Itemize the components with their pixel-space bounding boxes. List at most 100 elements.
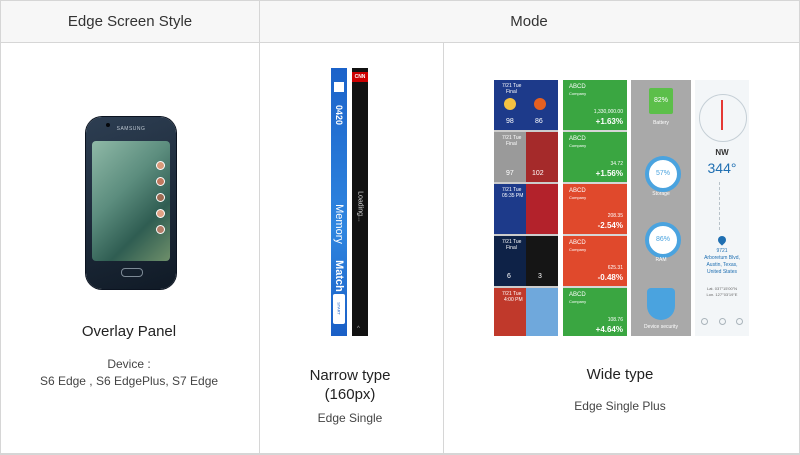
longitude: Lon. 127°03'19"E bbox=[706, 292, 738, 297]
ram-ring: 86% bbox=[645, 222, 681, 258]
wide-subtitle: Edge Single Plus bbox=[574, 399, 666, 413]
game-date: 7/21 Tue bbox=[502, 135, 522, 141]
overlay-title: Overlay Panel bbox=[81, 323, 177, 340]
device-list: S6 Edge , S6 EdgePlus, S7 Edge bbox=[39, 374, 219, 388]
stock-price: 208.35 bbox=[607, 213, 623, 219]
pin-icon[interactable] bbox=[736, 318, 743, 325]
stock-price: 625.31 bbox=[607, 265, 623, 271]
camera-icon bbox=[106, 123, 110, 127]
cnn-logo-text: CNN bbox=[354, 74, 366, 80]
start-label: START bbox=[336, 302, 342, 315]
header-edge-style: Edge Screen Style bbox=[1, 1, 259, 43]
phone-screen bbox=[92, 141, 170, 261]
game-date: 7/21 Tue bbox=[502, 239, 522, 245]
storage-ring: 57% bbox=[645, 156, 681, 192]
battery-label: Battery bbox=[653, 120, 669, 126]
home-score: 97 bbox=[506, 170, 514, 177]
phone-image: SAMSUNG bbox=[86, 117, 176, 289]
shield-icon bbox=[647, 288, 675, 320]
start-button[interactable]: START bbox=[333, 294, 345, 324]
contact-avatar-icon bbox=[156, 193, 165, 202]
header-mode-label: Mode bbox=[510, 13, 548, 30]
stock-name: ABCD bbox=[569, 188, 586, 194]
game-status: 05:35 PM bbox=[502, 193, 524, 199]
battery-icon: 82% bbox=[649, 88, 673, 114]
stock-company: Company bbox=[569, 247, 587, 252]
stock-change: +4.64% bbox=[595, 325, 623, 334]
wide-title: Wide type bbox=[586, 366, 654, 383]
stock-change: +1.56% bbox=[595, 169, 623, 178]
stock-name: ABCD bbox=[569, 136, 586, 142]
game-date: 7/21 Tue bbox=[502, 291, 522, 297]
latitude: Lat. 037°15'00"N bbox=[706, 286, 738, 291]
navigate-icon[interactable] bbox=[718, 318, 726, 325]
game-status: Final bbox=[506, 141, 517, 147]
ram-value: 86% bbox=[655, 236, 670, 243]
strip-number: 0420 bbox=[334, 104, 344, 126]
cnn-logo: CNN bbox=[352, 72, 368, 82]
home-score: 6 bbox=[507, 273, 511, 280]
header-edge-style-label: Edge Screen Style bbox=[67, 13, 193, 30]
game-tile: 7/21 Tue 05:35 PM bbox=[494, 184, 558, 234]
contact-avatar-icon bbox=[156, 225, 165, 234]
game-status: 4:00 PM bbox=[504, 297, 523, 303]
game-status: Final bbox=[506, 245, 517, 251]
device-label: Device : bbox=[107, 357, 151, 371]
game-title-word1: Memory bbox=[333, 204, 345, 244]
app-logo-icon bbox=[334, 82, 344, 92]
away-score: 102 bbox=[532, 170, 544, 177]
compass-controls[interactable] bbox=[701, 318, 743, 326]
game-tile: 7/21 Tue Final 6 3 bbox=[494, 236, 558, 286]
home-score: 98 bbox=[506, 118, 514, 125]
stock-company: Company bbox=[569, 91, 587, 96]
divider bbox=[259, 1, 260, 454]
team-logo-icon bbox=[534, 98, 546, 110]
location-pin-icon bbox=[716, 234, 728, 246]
game-tile: 7/21 Tue Final 98 86 bbox=[494, 80, 558, 130]
stock-company: Company bbox=[569, 195, 587, 200]
compass-panel: NW 344° 9721 Arboretum Blvd, Austin, Tex… bbox=[695, 80, 749, 336]
contact-avatar-icon bbox=[156, 177, 165, 186]
narrow-strip-news: CNN Loading... ^ bbox=[352, 68, 368, 336]
divider bbox=[443, 43, 444, 454]
stock-change: +1.63% bbox=[595, 117, 623, 126]
ram-label: RAM bbox=[655, 257, 667, 263]
game-date: 7/21 Tue bbox=[502, 187, 522, 193]
game-title-word2: Match bbox=[333, 260, 345, 292]
stock-price: 108.76 bbox=[607, 317, 623, 323]
game-status: Final bbox=[506, 89, 517, 95]
stock-name: ABCD bbox=[569, 84, 586, 90]
contact-avatar-icon bbox=[156, 209, 165, 218]
storage-label: Storage bbox=[652, 191, 670, 197]
phone-brand: SAMSUNG bbox=[116, 126, 146, 132]
narrow-size: (160px) bbox=[324, 386, 376, 403]
device-panel: 82% Battery 57% Storage 86% RAM Device s… bbox=[631, 80, 691, 336]
narrow-strip-game: 0420 Memory Match START bbox=[331, 68, 347, 336]
stock-name: ABCD bbox=[569, 240, 586, 246]
stock-change: -0.48% bbox=[597, 273, 623, 282]
compass-direction: NW bbox=[715, 148, 729, 157]
stock-company: Company bbox=[569, 143, 587, 148]
circle-icon[interactable] bbox=[701, 318, 708, 325]
security-label: Device security bbox=[644, 324, 678, 330]
game-tile: 7/21 Tue Final 97 102 bbox=[494, 132, 558, 182]
address-line1: Arboretum Blvd, bbox=[704, 255, 740, 261]
narrow-title: Narrow type bbox=[309, 367, 391, 384]
contact-avatar-icon bbox=[156, 161, 165, 170]
chevron-up-icon: ^ bbox=[357, 326, 360, 332]
stock-change: -2.54% bbox=[597, 221, 623, 230]
game-tile: 7/21 Tue 4:00 PM bbox=[494, 288, 558, 336]
compass-degrees: 344° bbox=[707, 160, 737, 176]
home-button-icon bbox=[121, 268, 143, 277]
away-score: 3 bbox=[538, 273, 542, 280]
sports-panel: 7/21 Tue Final 98 86 7/21 Tue Final 97 1… bbox=[494, 80, 558, 336]
address-number: 9721 bbox=[716, 248, 728, 254]
compass-dial bbox=[699, 94, 747, 142]
address-line2: Austin, Texas, bbox=[706, 262, 738, 268]
